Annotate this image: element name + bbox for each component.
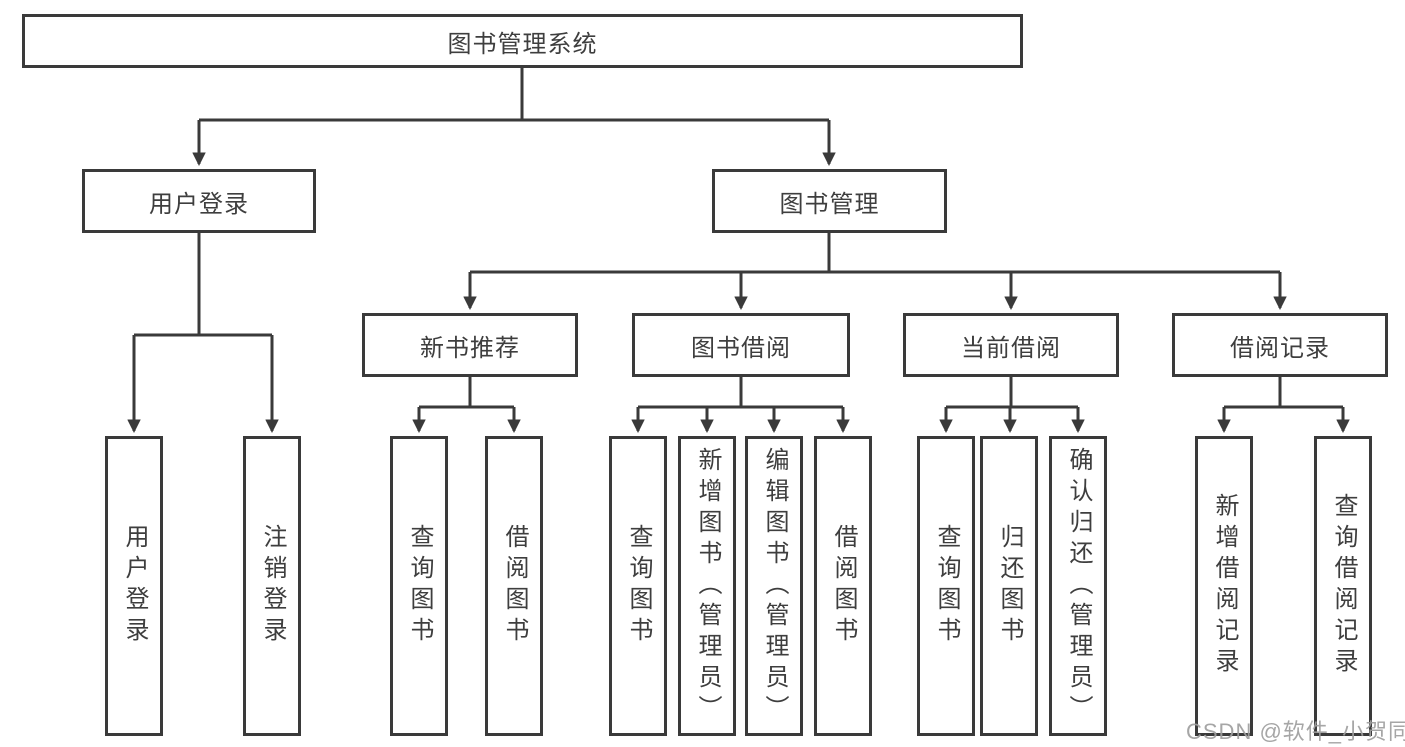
node-borrowing-records-label: 借阅记录 (1230, 334, 1330, 362)
leaf-query-borrow-record-label: 查询借阅记录 (1330, 493, 1357, 679)
node-new-book-recommend: 新书推荐 (362, 313, 578, 377)
node-current-borrowing-label: 当前借阅 (961, 334, 1061, 362)
leaf-confirm-return-admin-label: 确认归还（管理员） (1065, 446, 1092, 726)
leaf-add-books-admin: 新增图书（管理员） (678, 436, 736, 736)
node-root-label: 图书管理系统 (447, 30, 598, 58)
leaf-return-books-label: 归还图书 (996, 524, 1023, 648)
leaf-user-login: 用户登录 (105, 436, 163, 736)
node-book-borrowing-label: 图书借阅 (691, 334, 791, 362)
leaf-rec-borrow-books: 借阅图书 (485, 436, 543, 736)
leaf-return-books: 归还图书 (980, 436, 1038, 736)
leaf-add-borrow-record: 新增借阅记录 (1195, 436, 1253, 736)
connector-arrows (127, 120, 1350, 434)
leaf-rec-query-books: 查询图书 (390, 436, 448, 736)
leaf-current-query-books-label: 查询图书 (933, 524, 960, 648)
leaf-add-books-admin-label: 新增图书（管理员） (694, 446, 721, 726)
node-book-management: 图书管理 (712, 169, 947, 233)
leaf-borrow-books: 借阅图书 (814, 436, 872, 736)
leaf-add-borrow-record-label: 新增借阅记录 (1211, 493, 1238, 679)
node-root: 图书管理系统 (22, 14, 1023, 68)
watermark: CSDN @软件_小贺同学 (1186, 719, 1405, 744)
leaf-borrow-query-books-label: 查询图书 (625, 524, 652, 648)
leaf-confirm-return-admin: 确认归还（管理员） (1049, 436, 1107, 736)
leaf-query-borrow-record: 查询借阅记录 (1314, 436, 1372, 736)
node-current-borrowing: 当前借阅 (903, 313, 1119, 377)
node-book-borrowing: 图书借阅 (632, 313, 850, 377)
leaf-rec-query-books-label: 查询图书 (406, 524, 433, 648)
leaf-current-query-books: 查询图书 (917, 436, 975, 736)
leaf-logout: 注销登录 (243, 436, 301, 736)
leaf-logout-label: 注销登录 (259, 524, 286, 648)
node-new-book-recommend-label: 新书推荐 (420, 334, 520, 362)
node-user-login: 用户登录 (82, 169, 316, 233)
leaf-borrow-books-label: 借阅图书 (830, 524, 857, 648)
leaf-user-login-label: 用户登录 (121, 524, 148, 648)
leaf-rec-borrow-books-label: 借阅图书 (501, 524, 528, 648)
node-borrowing-records: 借阅记录 (1172, 313, 1388, 377)
leaf-borrow-query-books: 查询图书 (609, 436, 667, 736)
leaf-edit-books-admin-label: 编辑图书（管理员） (761, 446, 788, 726)
leaf-edit-books-admin: 编辑图书（管理员） (745, 436, 803, 736)
node-book-management-label: 图书管理 (779, 190, 880, 218)
node-user-login-label: 用户登录 (149, 190, 249, 218)
